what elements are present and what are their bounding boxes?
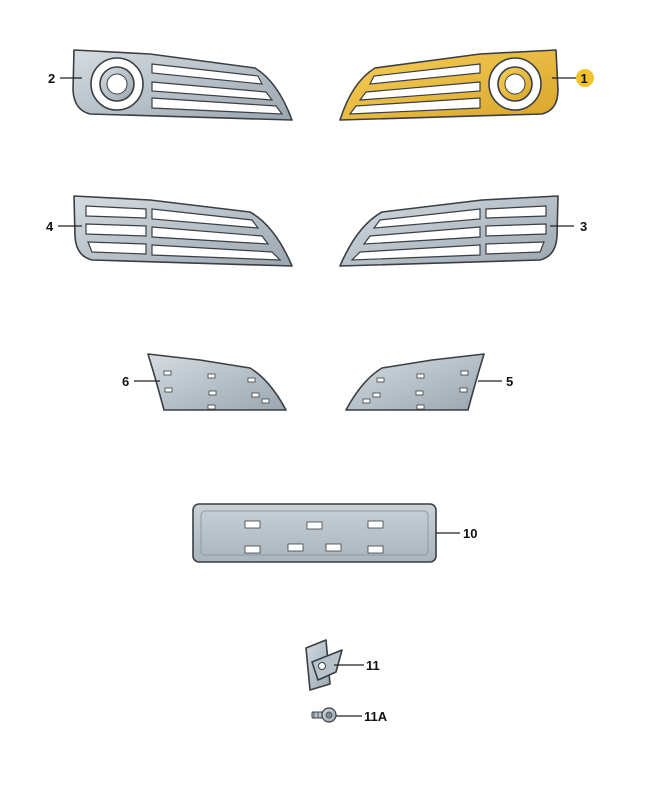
part-10-license-plate-bracket[interactable] <box>192 503 437 563</box>
callout-1: 1 <box>581 71 588 86</box>
part-3-right-lower-grille[interactable] <box>339 195 559 267</box>
callout-11: 11 <box>366 658 380 673</box>
part-1-right-foglamp-grille[interactable] <box>339 49 559 121</box>
part-11-clip-nut[interactable] <box>305 639 343 691</box>
callout-1-badge: 1 <box>576 69 594 87</box>
part-6-left-cover-plate[interactable] <box>147 353 287 411</box>
callout-2: 2 <box>48 71 55 86</box>
callout-3: 3 <box>580 219 587 234</box>
callout-1-highlight <box>576 69 594 87</box>
callout-10: 10 <box>463 526 477 541</box>
part-4-left-lower-grille[interactable] <box>73 195 293 267</box>
callout-11a: 11A <box>364 709 388 724</box>
part-11a-screw[interactable] <box>311 707 337 723</box>
callout-5: 5 <box>506 374 513 389</box>
callout-4: 4 <box>46 219 54 234</box>
part-2-left-foglamp-grille[interactable] <box>72 49 293 121</box>
part-5-right-cover-plate[interactable] <box>345 353 485 411</box>
callout-6: 6 <box>122 374 129 389</box>
